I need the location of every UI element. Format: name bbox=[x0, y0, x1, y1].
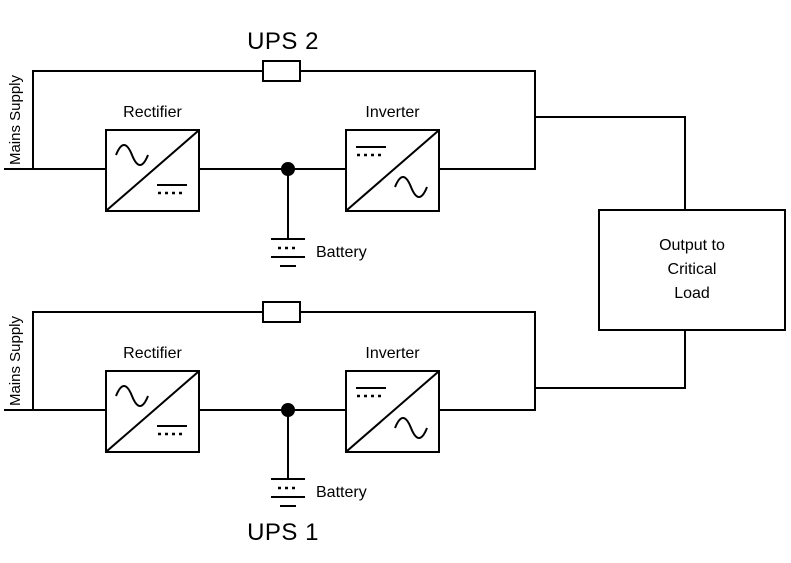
ups2-rectifier-box bbox=[105, 129, 200, 212]
ups2-title: UPS 2 bbox=[247, 28, 319, 55]
ups2-mains-supply-label: Mains Supply bbox=[6, 74, 24, 166]
critical-load-box: Output to Critical Load bbox=[598, 209, 786, 331]
ups2-battery-icon bbox=[271, 238, 305, 267]
critical-load-label-line1: Output to bbox=[659, 237, 725, 254]
ups2-dc-bus-wire bbox=[200, 168, 345, 170]
rectifier-symbol-icon bbox=[107, 131, 198, 210]
ups2-inverter-box bbox=[345, 129, 440, 212]
ups1-bypass-switch bbox=[262, 301, 301, 323]
ups2-to-load-wire bbox=[534, 116, 686, 118]
ups1-load-riser-wire bbox=[684, 331, 686, 389]
inverter-symbol-icon bbox=[347, 372, 438, 451]
ups1-mains-supply-label: Mains Supply bbox=[6, 315, 24, 407]
ups2-bypass-switch bbox=[262, 60, 301, 82]
ups2-inverter-output-wire bbox=[440, 168, 536, 170]
ups2-load-drop-wire bbox=[684, 116, 686, 210]
ups1-battery-label: Battery bbox=[316, 484, 367, 501]
critical-load-label-line2: Critical bbox=[667, 261, 717, 278]
ups1-rectifier-box bbox=[105, 370, 200, 453]
ups1-inverter-label: Inverter bbox=[365, 345, 420, 362]
rectifier-symbol-icon bbox=[107, 372, 198, 451]
ups1-rectifier-label: Rectifier bbox=[123, 345, 182, 362]
inverter-symbol-icon bbox=[347, 131, 438, 210]
ups1-mains-input-wire bbox=[4, 409, 105, 411]
ups1-battery-stem-wire bbox=[287, 410, 289, 479]
ups2-battery-label: Battery bbox=[316, 244, 367, 261]
ups1-to-load-wire bbox=[534, 387, 686, 389]
ups1-mains-branch-wire bbox=[32, 311, 34, 411]
ups2-inverter-label: Inverter bbox=[365, 104, 420, 121]
ups2-output-join-wire bbox=[534, 70, 536, 170]
ups2-rectifier-label: Rectifier bbox=[123, 104, 182, 121]
ups2-battery-stem-wire bbox=[287, 169, 289, 239]
ups2-mains-branch-wire bbox=[32, 70, 34, 170]
critical-load-label-line3: Load bbox=[674, 285, 710, 302]
ups2-mains-input-wire bbox=[4, 168, 105, 170]
ups1-output-join-wire bbox=[534, 311, 536, 411]
ups1-title: UPS 1 bbox=[247, 519, 319, 546]
ups1-dc-bus-wire bbox=[200, 409, 345, 411]
ups1-battery-icon bbox=[271, 478, 305, 507]
ups1-inverter-output-wire bbox=[440, 409, 536, 411]
ups1-inverter-box bbox=[345, 370, 440, 453]
